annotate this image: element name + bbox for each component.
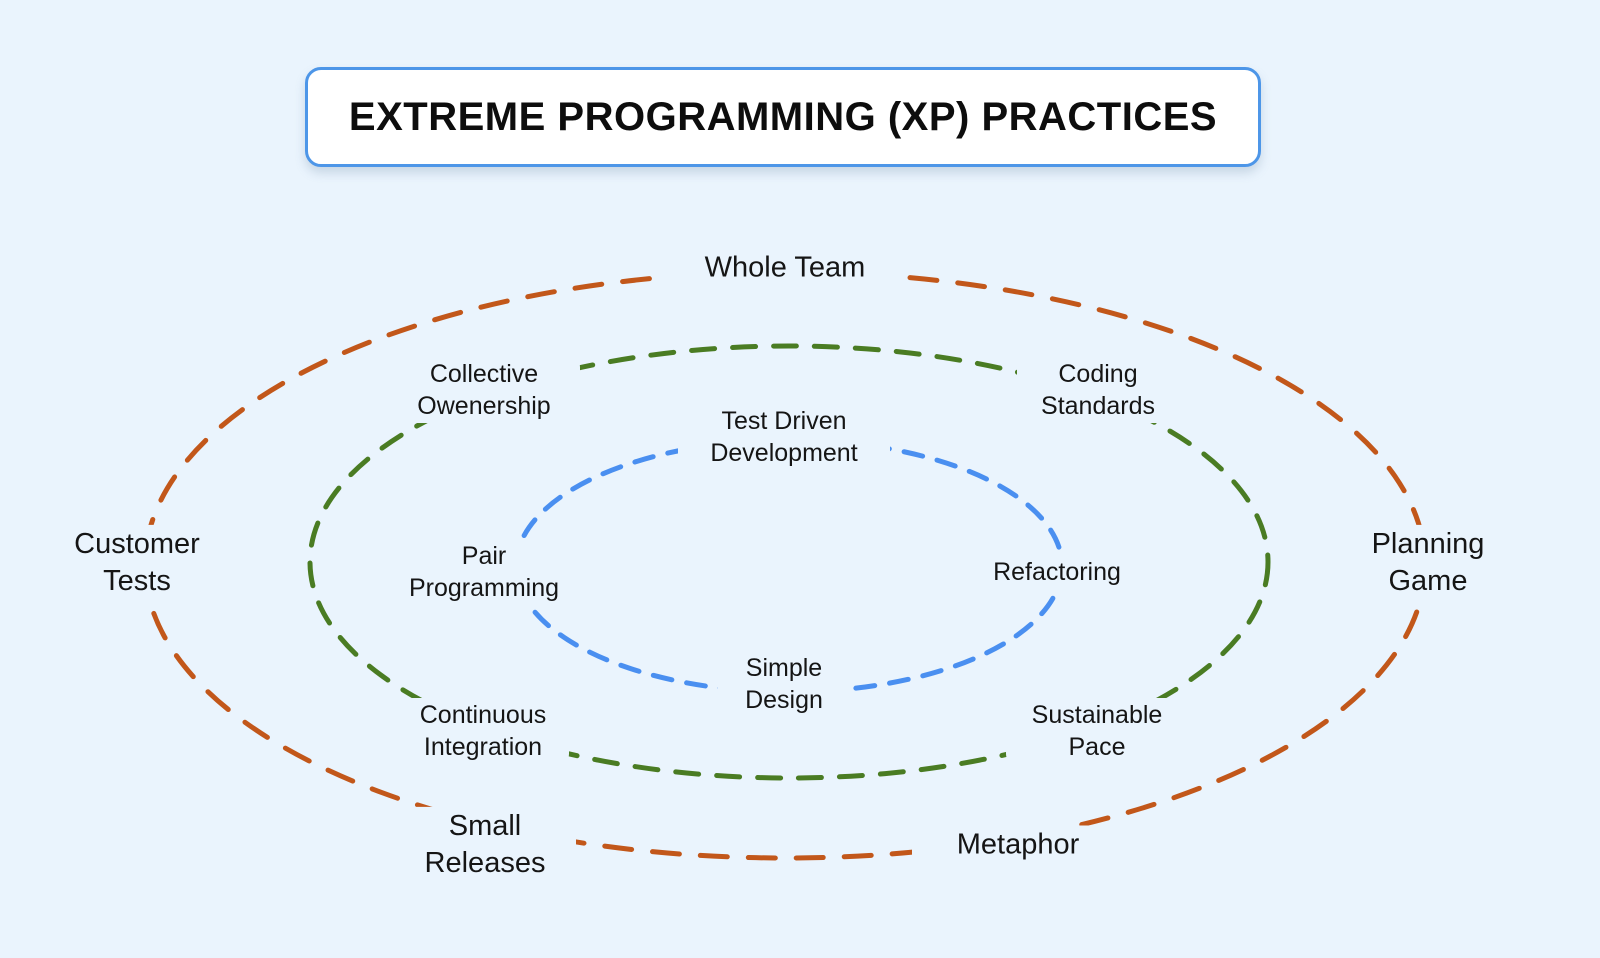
practice-label-planning-game: Planning Game <box>1342 524 1514 602</box>
outer-ring-ellipse <box>142 269 1428 861</box>
title-box: EXTREME PROGRAMMING (XP) PRACTICES <box>305 67 1261 167</box>
practice-label-continuous-integration: Continuous Integration <box>397 698 569 764</box>
practice-label-metaphor: Metaphor <box>912 825 1124 865</box>
practice-label-refactoring: Refactoring <box>966 555 1148 589</box>
practice-label-small-releases: Small Releases <box>394 806 576 884</box>
practice-label-simple-design: Simple Design <box>718 651 850 717</box>
practice-label-collective-ownership: Collective Owenership <box>388 357 580 423</box>
page-title: EXTREME PROGRAMMING (XP) PRACTICES <box>348 94 1218 139</box>
practice-label-customer-tests: Customer Tests <box>48 524 226 602</box>
practice-label-test-driven-development: Test Driven Development <box>678 404 890 470</box>
practice-label-coding-standards: Coding Standards <box>1017 357 1179 423</box>
middle-ring-ellipse <box>307 343 1271 781</box>
practice-label-sustainable-pace: Sustainable Pace <box>1006 698 1188 764</box>
practice-label-whole-team: Whole Team <box>664 248 906 288</box>
practice-label-pair-programming: Pair Programming <box>388 539 580 605</box>
